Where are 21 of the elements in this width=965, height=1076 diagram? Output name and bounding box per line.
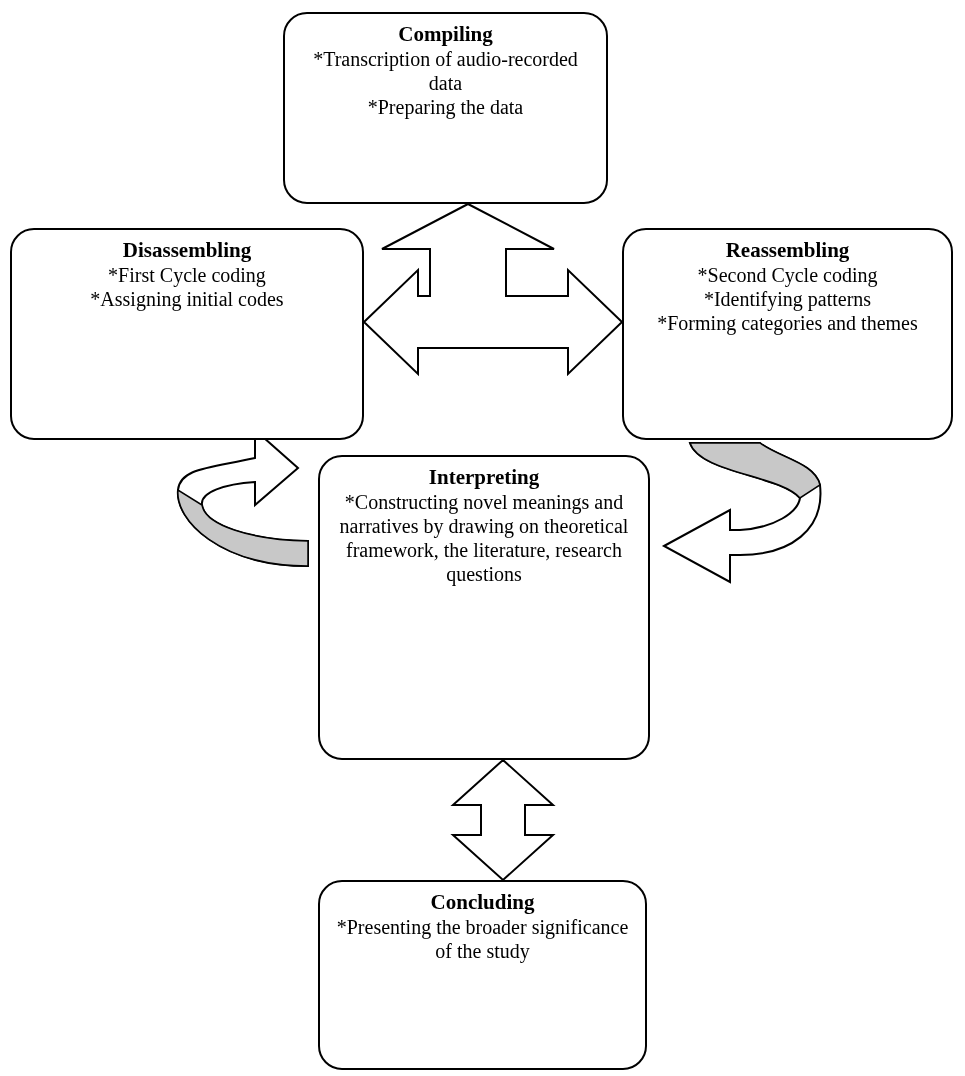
bullet-text: *Second Cycle coding: [696, 263, 879, 288]
bullet-text: *Forming categories and themes: [656, 311, 919, 336]
bullet-text: *Presenting the broader significance of the study: [335, 915, 630, 964]
three-way-block-arrow: [362, 202, 624, 377]
bullet-text: *Transcription of audio-recorded data: [312, 47, 579, 96]
process-box: [318, 455, 650, 760]
bullet-text: *Identifying patterns: [702, 287, 873, 312]
bullet-text: *Preparing the data: [366, 95, 525, 120]
step-heading: Reassembling: [724, 238, 851, 264]
double-block-arrow: [450, 758, 556, 882]
process-box: [622, 228, 953, 440]
process-box: [10, 228, 364, 440]
bullet-text: *First Cycle coding: [107, 263, 267, 288]
step-heading: Concluding: [429, 890, 536, 916]
process-box: [318, 880, 647, 1070]
step-heading: Disassembling: [121, 238, 253, 264]
step-heading: Compiling: [397, 22, 494, 48]
step-heading: Interpreting: [427, 465, 541, 491]
process-box: [283, 12, 608, 204]
bullet-text: *Assigning initial codes: [89, 287, 285, 312]
bullet-text: *Constructing novel meanings and narratives by drawing on theoretical framework, the literature, research questions: [338, 490, 630, 587]
